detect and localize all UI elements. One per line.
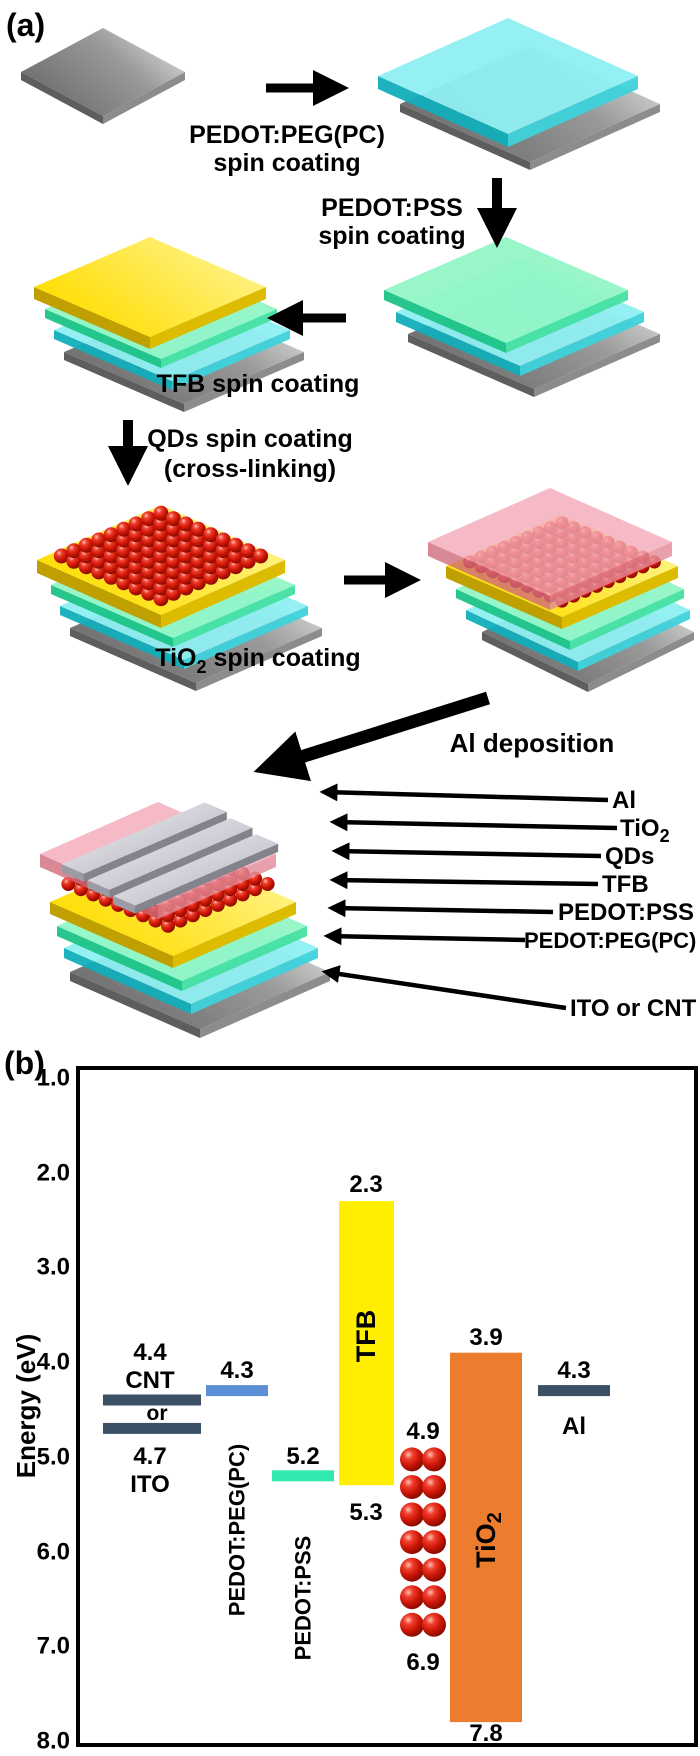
qd-sphere [422, 1475, 446, 1499]
y-tick: 2.0 [37, 1160, 70, 1187]
qd-sphere [400, 1502, 424, 1527]
al-name: Al [562, 1413, 586, 1440]
cnt-name: CNT [125, 1367, 175, 1394]
peg-name: PEDOT:PEG(PC) [225, 1444, 250, 1616]
process-stacks [21, 18, 694, 1038]
y-tick: 7.0 [37, 1633, 70, 1660]
panel-a-label: (a) [6, 7, 45, 43]
or-text: or [147, 1402, 168, 1425]
tio2-lumo: 3.9 [469, 1324, 502, 1351]
cnt-value: 4.4 [133, 1339, 167, 1366]
qd-sphere [400, 1475, 424, 1499]
qd-sphere [400, 1612, 424, 1637]
qd-sphere [400, 1585, 424, 1610]
caption-qd-1: QDs spin coating [147, 425, 353, 453]
caption-pss-1: PEDOT:PSS [321, 194, 463, 222]
arrow-peg-layer [323, 927, 526, 946]
ito-name: ITO [130, 1471, 170, 1498]
fabrication-process-panel: (a) PEDOT:PEG(PC) spin coating PEDOT:PSS… [6, 7, 697, 1038]
arrow-al-deposition [253, 691, 490, 782]
caption-peg-2: spin coating [213, 149, 360, 177]
qd-homo: 6.9 [406, 1649, 439, 1676]
arrow-tfb-layer [329, 871, 599, 890]
device-label-al: Al [612, 787, 636, 814]
arrow-al-layer [319, 783, 609, 803]
qd-sphere [422, 1530, 446, 1555]
device-label-tfb: TFB [602, 871, 649, 898]
band-TiO2 [450, 1352, 522, 1723]
caption-qd-2: (cross-linking) [164, 455, 336, 483]
y-axis-label: Energy (eV) [11, 1334, 41, 1479]
qd-lumo: 4.9 [406, 1418, 439, 1445]
y-tick: 8.0 [37, 1728, 70, 1755]
device-label-pss: PEDOT:PSS [558, 899, 694, 926]
y-tick: 6.0 [37, 1539, 70, 1566]
caption-peg-1: PEDOT:PEG(PC) [189, 121, 385, 149]
arrow-qds-layer [331, 842, 602, 861]
y-ticks: 1.0 2.0 3.0 4.0 5.0 6.0 7.0 8.0 [37, 1065, 70, 1755]
y-tick: 5.0 [37, 1444, 70, 1471]
tfb-lumo: 2.3 [349, 1171, 382, 1198]
panel-b-label: (b) [4, 1045, 45, 1081]
qd-sphere [400, 1447, 424, 1472]
qd-sphere [422, 1557, 446, 1582]
tfb-name: TFB [351, 1310, 381, 1362]
arrow-tio2-layer [329, 813, 618, 832]
pss-value: 5.2 [286, 1443, 319, 1470]
qd-sphere [422, 1447, 446, 1472]
qd-sphere [422, 1612, 446, 1637]
peg-value: 4.3 [220, 1357, 253, 1384]
qd-sphere [422, 1502, 446, 1527]
arrow-ito-layer [321, 965, 567, 1011]
energy-diagram-panel: (b) Energy (eV) 1.0 2.0 3.0 4.0 5.0 6.0 … [4, 1045, 698, 1755]
device-label-tio2: TiO2 [620, 815, 670, 846]
device-label-peg: PEDOT:PEG(PC) [524, 928, 696, 953]
qd-sphere [400, 1557, 424, 1582]
energy-level-bars [103, 1201, 610, 1723]
device-label-ito: ITO or CNT [570, 995, 697, 1022]
pss-name: PEDOT:PSS [291, 1536, 316, 1661]
level-ITO [103, 1422, 201, 1434]
process-arrows [108, 70, 517, 782]
qd-sphere [422, 1585, 446, 1610]
tio2-name: TiO2 [471, 1512, 506, 1568]
y-tick: 3.0 [37, 1254, 70, 1281]
device-label-arrows [319, 783, 618, 1011]
device-label-qds: QDs [605, 843, 654, 870]
y-tick: 4.0 [37, 1349, 70, 1376]
al-value: 4.3 [557, 1357, 590, 1384]
caption-tio2: TiO2 spin coating [155, 644, 360, 677]
tfb-homo: 5.3 [349, 1499, 382, 1526]
qd-sphere [400, 1530, 424, 1555]
ito-value: 4.7 [133, 1443, 166, 1470]
tio2-homo: 7.8 [469, 1720, 502, 1747]
caption-tfb: TFB spin coating [157, 370, 360, 398]
arrow-pss-layer [327, 899, 554, 918]
level-PEDOT:PEG(PC) [206, 1385, 268, 1397]
caption-al-deposition: Al deposition [450, 728, 615, 758]
y-tick: 1.0 [37, 1065, 70, 1092]
level-PEDOT:PSS [272, 1470, 334, 1482]
level-CNT [103, 1394, 201, 1406]
band-TFB [339, 1201, 394, 1486]
level-Al [538, 1385, 610, 1397]
caption-pss-2: spin coating [318, 222, 465, 250]
